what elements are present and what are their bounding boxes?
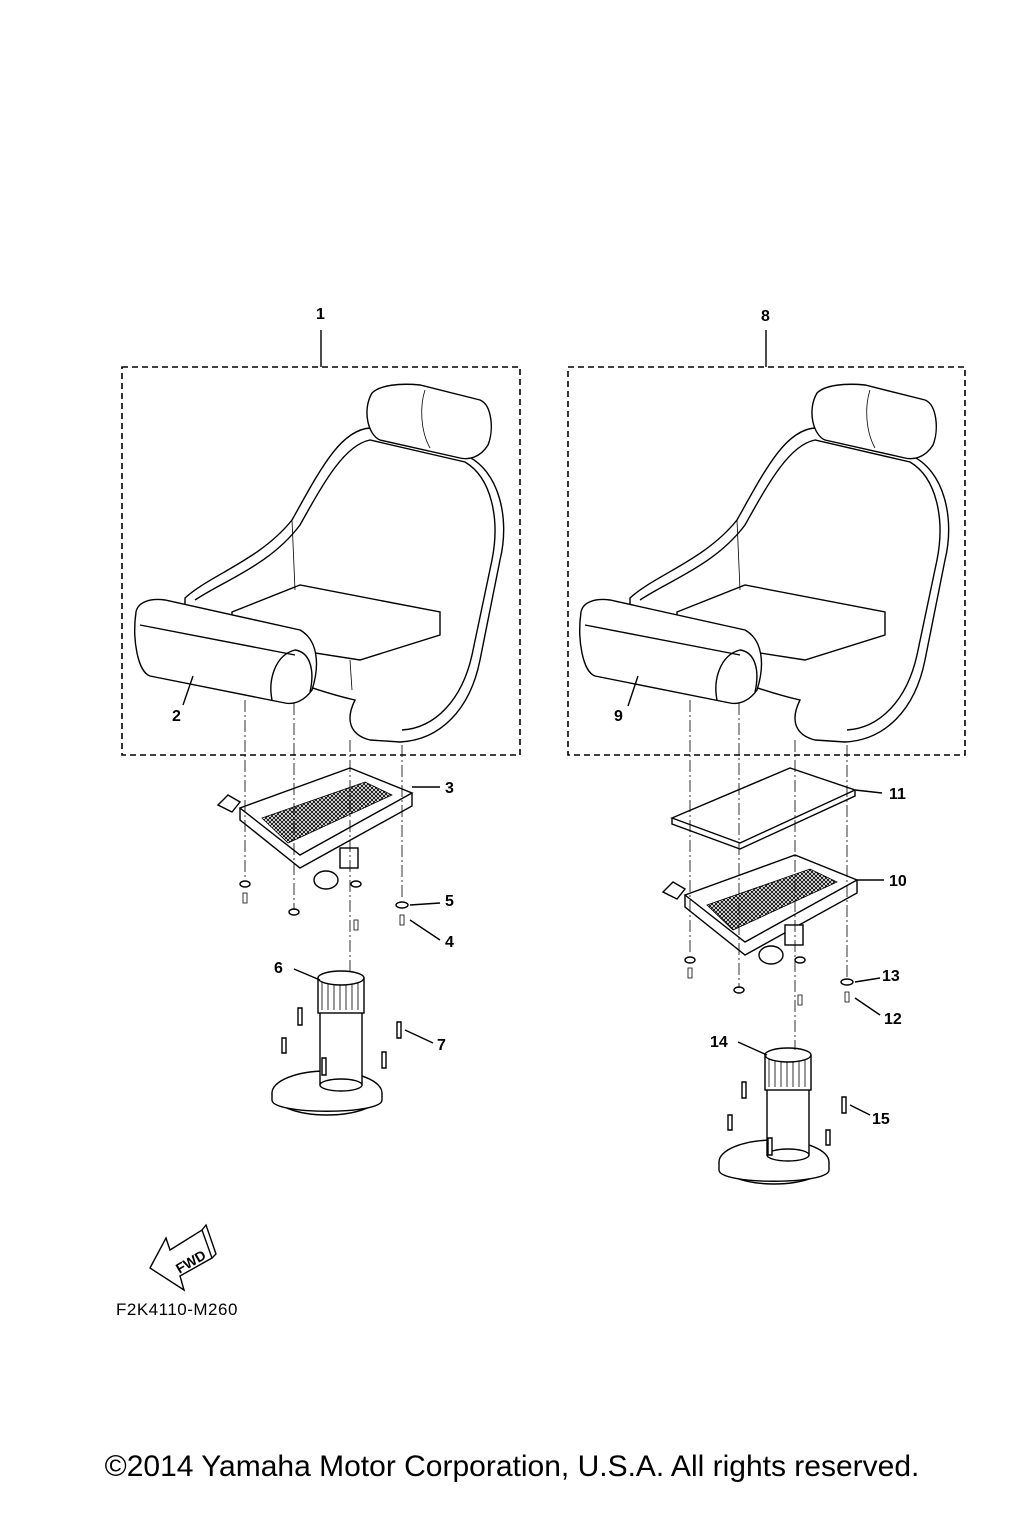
right-seat-assembly [567, 330, 966, 1185]
callout-15: 15 [872, 1111, 890, 1128]
left-seat-assembly [121, 330, 521, 1116]
right-pedestal [718, 1041, 871, 1185]
copyright-notice: ©2014 Yamaha Motor Corporation, U.S.A. A… [104, 1450, 920, 1483]
callout-5: 5 [445, 893, 454, 910]
callout-1: 1 [316, 306, 325, 323]
callout-2: 2 [172, 708, 181, 725]
right-seat [579, 383, 950, 743]
callout-6: 6 [274, 960, 283, 977]
left-hardware [239, 880, 441, 941]
callout-14: 14 [710, 1034, 728, 1051]
callout-10: 10 [889, 873, 907, 890]
callout-7: 7 [437, 1037, 446, 1054]
callout-labels: 1 2 3 4 5 6 7 8 9 10 11 12 13 14 15 [172, 306, 907, 1128]
callout-11: 11 [889, 786, 906, 803]
callout-4: 4 [445, 934, 454, 951]
callout-3: 3 [445, 780, 454, 797]
callout-8: 8 [761, 308, 770, 325]
callout-9: 9 [614, 708, 623, 725]
fwd-arrow-icon: FWD [149, 1223, 217, 1292]
left-pedestal [271, 968, 434, 1116]
left-seat [134, 383, 505, 743]
callout-13: 13 [882, 968, 900, 985]
right-mounting-plate [670, 767, 857, 850]
callout-12: 12 [884, 1011, 902, 1028]
left-assembly-dashed-box [121, 366, 521, 756]
right-hardware [684, 956, 881, 1016]
right-assembly-dashed-box [567, 366, 966, 756]
left-seat-slide [216, 767, 414, 890]
right-seat-slide [661, 854, 859, 965]
diagram-code: F2K4110-M260 [116, 1300, 238, 1319]
